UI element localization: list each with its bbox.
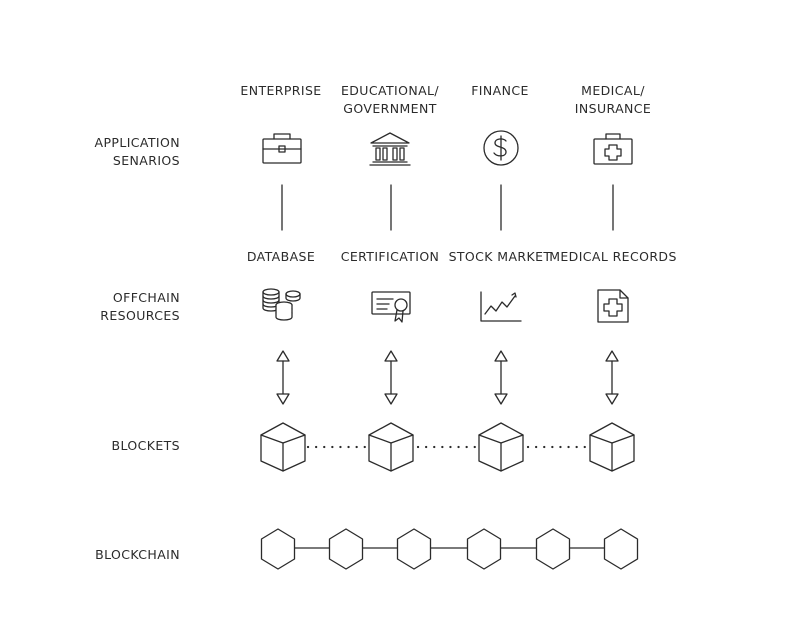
database-coins-icon xyxy=(262,288,301,321)
hexagon-icon xyxy=(260,528,296,570)
row-label-offchain: OFFCHAIN RESOURCES xyxy=(30,289,180,325)
row-label-blockets: BLOCKETS xyxy=(111,438,180,453)
hexagon-icon xyxy=(603,528,639,570)
dollar-coin-icon xyxy=(483,130,519,166)
row-label-application-line1: APPLICATION xyxy=(94,135,180,150)
row-label-offchain-line2: RESOURCES xyxy=(100,308,180,323)
medical-kit-icon xyxy=(593,133,633,165)
hexagon-icon xyxy=(396,528,432,570)
scenario-label-finance: FINANCE xyxy=(435,82,565,100)
double-arrow-4 xyxy=(605,350,619,405)
certificate-icon xyxy=(371,291,411,323)
hexagon-icon xyxy=(328,528,364,570)
bank-building-icon xyxy=(369,132,411,166)
resource-label-certification: CERTIFICATION xyxy=(340,249,440,264)
scenario-label-medical-line1: MEDICAL/ xyxy=(581,83,645,98)
hexagon-icon xyxy=(535,528,571,570)
resource-label-database: DATABASE xyxy=(246,249,316,264)
row-label-blockchain: BLOCKCHAIN xyxy=(95,547,180,562)
row-label-application-line2: SENARIOS xyxy=(112,153,180,168)
scenario-label-educational-line2: GOVERNMENT xyxy=(343,101,437,116)
scenario-label-finance-line1: FINANCE xyxy=(471,83,529,98)
row-label-application: APPLICATION SENARIOS xyxy=(30,134,180,170)
cube-icon xyxy=(478,422,524,472)
scenario-label-educational-line1: EDUCATIONAL/ xyxy=(340,83,440,98)
cube-icon xyxy=(368,422,414,472)
double-arrow-1 xyxy=(276,350,290,405)
medical-record-icon xyxy=(597,289,629,323)
hexagon-icon xyxy=(466,528,502,570)
row-label-offchain-line1: OFFCHAIN xyxy=(112,290,180,305)
briefcase-icon xyxy=(262,133,302,164)
scenario-label-enterprise: ENTERPRISE xyxy=(216,82,346,100)
stock-chart-icon xyxy=(480,291,522,322)
cube-icon xyxy=(260,422,306,472)
cube-icon xyxy=(589,422,635,472)
resource-label-stock-market: STOCK MARKET xyxy=(448,249,552,264)
scenario-label-medical: MEDICAL/ INSURANCE xyxy=(548,82,678,118)
double-arrow-2 xyxy=(384,350,398,405)
double-arrow-3 xyxy=(494,350,508,405)
scenario-label-educational: EDUCATIONAL/ GOVERNMENT xyxy=(325,82,455,118)
scenario-label-enterprise-line1: ENTERPRISE xyxy=(240,83,322,98)
resource-label-medical-records: MEDICAL RECORDS xyxy=(549,249,677,264)
scenario-label-medical-line2: INSURANCE xyxy=(574,101,652,116)
